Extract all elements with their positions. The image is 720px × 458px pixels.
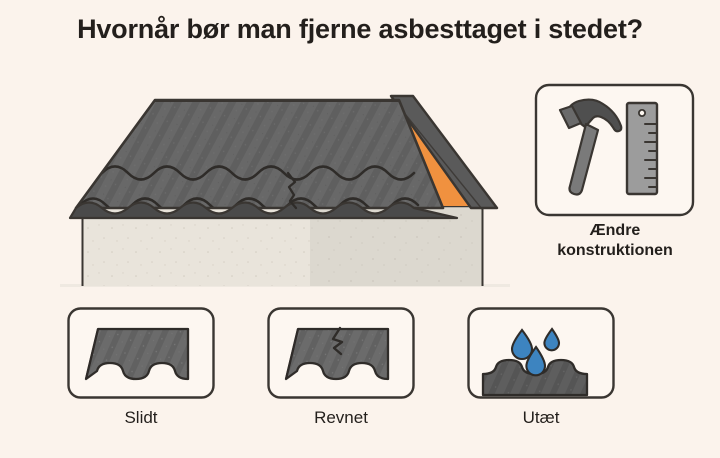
condition-card-revnet[interactable] <box>266 306 416 400</box>
ruler-icon <box>625 101 659 196</box>
tool-card-label: Ændre konstruktionen <box>520 221 710 260</box>
tool-label-line-2: konstruktionen <box>557 241 673 259</box>
page-title: Hvornår bør man fjerne asbesttaget i ste… <box>77 14 643 44</box>
cracked-roof-panel-icon <box>284 326 390 381</box>
condition-label-utaet: Utæt <box>522 408 560 427</box>
water-drop-large <box>510 328 534 361</box>
tool-label-line-1: Ændre <box>589 222 641 239</box>
ruler-ticks <box>644 123 658 188</box>
water-drop-small <box>543 327 561 352</box>
hammer-icon <box>558 98 623 196</box>
roof-crack <box>286 171 298 210</box>
water-drop-center <box>525 345 547 377</box>
condition-cards: Slidt Revnet <box>0 306 720 446</box>
water-droplets-icon <box>510 327 561 377</box>
tool-icon-card[interactable] <box>533 82 696 218</box>
condition-label-slidt: Slidt <box>124 408 158 427</box>
condition-card-slidt[interactable] <box>66 306 216 400</box>
panel-crack <box>331 326 344 356</box>
house-illustration <box>60 78 510 293</box>
roof-eave <box>68 201 459 220</box>
corrugated-roof-plane <box>74 98 445 210</box>
tool-card-frame <box>534 83 695 217</box>
roof-rake-right <box>389 94 499 210</box>
house-wall-left <box>81 206 310 286</box>
worn-roof-panel-icon <box>84 327 190 381</box>
condition-card-utaet[interactable] <box>466 306 616 400</box>
condition-label-revnet: Revnet <box>314 408 368 427</box>
house-wall-right <box>310 205 484 286</box>
ruler-hole <box>638 108 647 117</box>
